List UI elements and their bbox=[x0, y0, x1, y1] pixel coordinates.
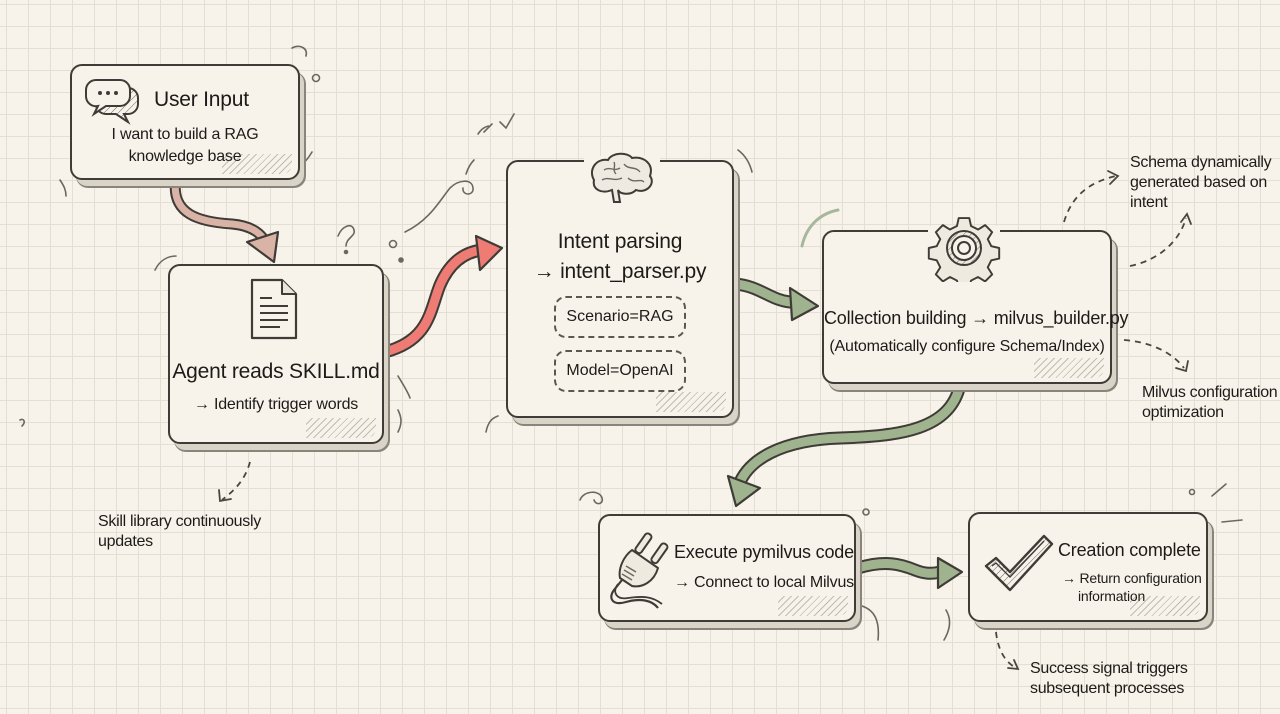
annotation-skill-library: Skill library continuously updates bbox=[98, 513, 261, 550]
node-execute-code: Execute pymilvus code → Connect to local… bbox=[598, 514, 856, 622]
node-title: User Input bbox=[154, 88, 249, 111]
dashed-arrow-milvus-opt bbox=[1123, 339, 1185, 369]
chat-bubbles-icon bbox=[84, 79, 139, 125]
decorative-doodles bbox=[19, 45, 1243, 641]
plug-icon bbox=[610, 532, 669, 609]
dashed-arrow-schema-1 bbox=[1063, 175, 1117, 223]
param-scenario: Scenario=RAG bbox=[554, 296, 686, 338]
arrow-execute-to-complete bbox=[851, 556, 964, 590]
node-subtitle: (Automatically configure Schema/Index) bbox=[829, 338, 1105, 355]
node-title: Agent reads SKILL.md bbox=[172, 360, 380, 383]
annotation-schema-dynamic: Schema dynamically generated based on in… bbox=[1130, 154, 1272, 211]
node-agent-reads: Agent reads SKILL.md → Identify trigger … bbox=[168, 264, 384, 444]
dashed-arrow-success bbox=[995, 631, 1017, 669]
green-doodle bbox=[800, 208, 840, 248]
annotation-milvus-optimization: Milvus configuration optimization bbox=[1142, 384, 1278, 421]
arrow-user-to-agent bbox=[169, 172, 280, 264]
node-line-1: I want to build a RAG bbox=[111, 126, 259, 143]
dashed-arrow-skill-library bbox=[221, 461, 251, 501]
node-title: Creation complete bbox=[1058, 540, 1201, 560]
gear-icon bbox=[927, 217, 1001, 282]
node-title: Collection building → milvus_builder.py bbox=[824, 308, 1129, 328]
node-title: Intent parsing bbox=[557, 230, 683, 253]
checkmark-icon bbox=[984, 534, 1054, 592]
node-line-1: → Return configuration bbox=[1062, 570, 1202, 586]
node-user-input: User Input I want to build a RAG knowled… bbox=[70, 64, 300, 180]
arrow-intent-to-collection bbox=[728, 277, 820, 322]
dashed-annotation-arrows bbox=[221, 175, 1187, 669]
arrow-collection-to-execute bbox=[726, 378, 967, 508]
annotation-success-signal: Success signal triggers subsequent proce… bbox=[1030, 660, 1188, 697]
document-icon bbox=[250, 278, 298, 340]
param-model: Model=OpenAI bbox=[554, 350, 686, 392]
dashed-arrow-schema-2 bbox=[1129, 217, 1187, 267]
dashed-arrowheads bbox=[218, 170, 1192, 671]
arrow-agent-to-intent bbox=[378, 234, 504, 359]
node-intent-parsing: Intent parsing → intent_parser.py Scenar… bbox=[506, 152, 734, 418]
node-subtitle: → Identify trigger words bbox=[193, 396, 359, 413]
node-line-2: information bbox=[1078, 588, 1146, 604]
node-line-2: knowledge base bbox=[128, 148, 242, 165]
node-subtitle: → intent_parser.py bbox=[533, 260, 707, 283]
node-title: Execute pymilvus code bbox=[674, 542, 854, 562]
node-subtitle: → Connect to local Milvus bbox=[674, 574, 854, 591]
brain-icon bbox=[584, 152, 660, 203]
node-creation-complete: Creation complete → Return configuration… bbox=[968, 512, 1208, 622]
node-collection-building: Collection building → milvus_builder.py … bbox=[822, 217, 1129, 384]
